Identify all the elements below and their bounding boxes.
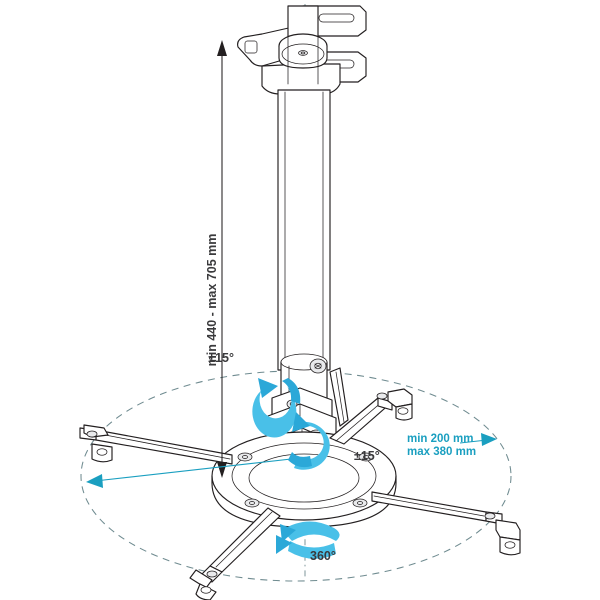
arm-reach-label-max: max 380 mm xyxy=(407,446,476,458)
tilt-arrow-lower-tail xyxy=(288,452,312,468)
tilt-arrow-upper-head xyxy=(258,378,278,398)
reach-arrow-right xyxy=(481,433,497,446)
tilt-arrow-lower-glyph xyxy=(294,421,330,470)
swivel-label: 360° xyxy=(310,549,336,563)
tilt-arrow-upper-tail xyxy=(282,378,301,404)
arm-upper-left xyxy=(79,424,233,465)
swivel-arrow-head-right xyxy=(280,524,296,542)
tilt-rotation-lower: ±15° xyxy=(288,412,380,470)
ceiling-mounting-plate xyxy=(237,5,367,95)
arm-lower-right xyxy=(371,491,521,556)
swivel-arrow-body xyxy=(282,521,340,541)
height-dimension: min 440 - max 705 mm xyxy=(205,40,227,478)
swivel-arrow-band xyxy=(288,541,336,559)
tilt-arrow-upper-glyph xyxy=(252,382,297,438)
arm-reach-label-min: min 200 mm xyxy=(407,433,473,445)
swivel-arrow-head-left xyxy=(276,535,292,554)
swivel-rotation-360: 360° xyxy=(276,521,340,563)
tilt-label-upper: ±15° xyxy=(208,351,234,365)
tilt-label-lower: ±15° xyxy=(354,449,380,463)
support-strut xyxy=(329,367,349,427)
telescoping-extension-pole xyxy=(277,89,331,441)
reach-arrow-left xyxy=(86,474,103,488)
arm-reach-dimension: min 200 mm max 380 mm xyxy=(86,433,497,488)
height-dimension-label: min 440 - max 705 mm xyxy=(205,234,219,367)
circular-mounting-disc xyxy=(211,431,397,528)
arm-lower-left xyxy=(189,507,281,600)
dimension-arrow-up xyxy=(217,40,227,56)
tilt-rotation-upper: ±15° xyxy=(208,351,301,438)
tilt-arrow-lower-head xyxy=(292,412,310,432)
arm-upper-right xyxy=(329,388,413,445)
